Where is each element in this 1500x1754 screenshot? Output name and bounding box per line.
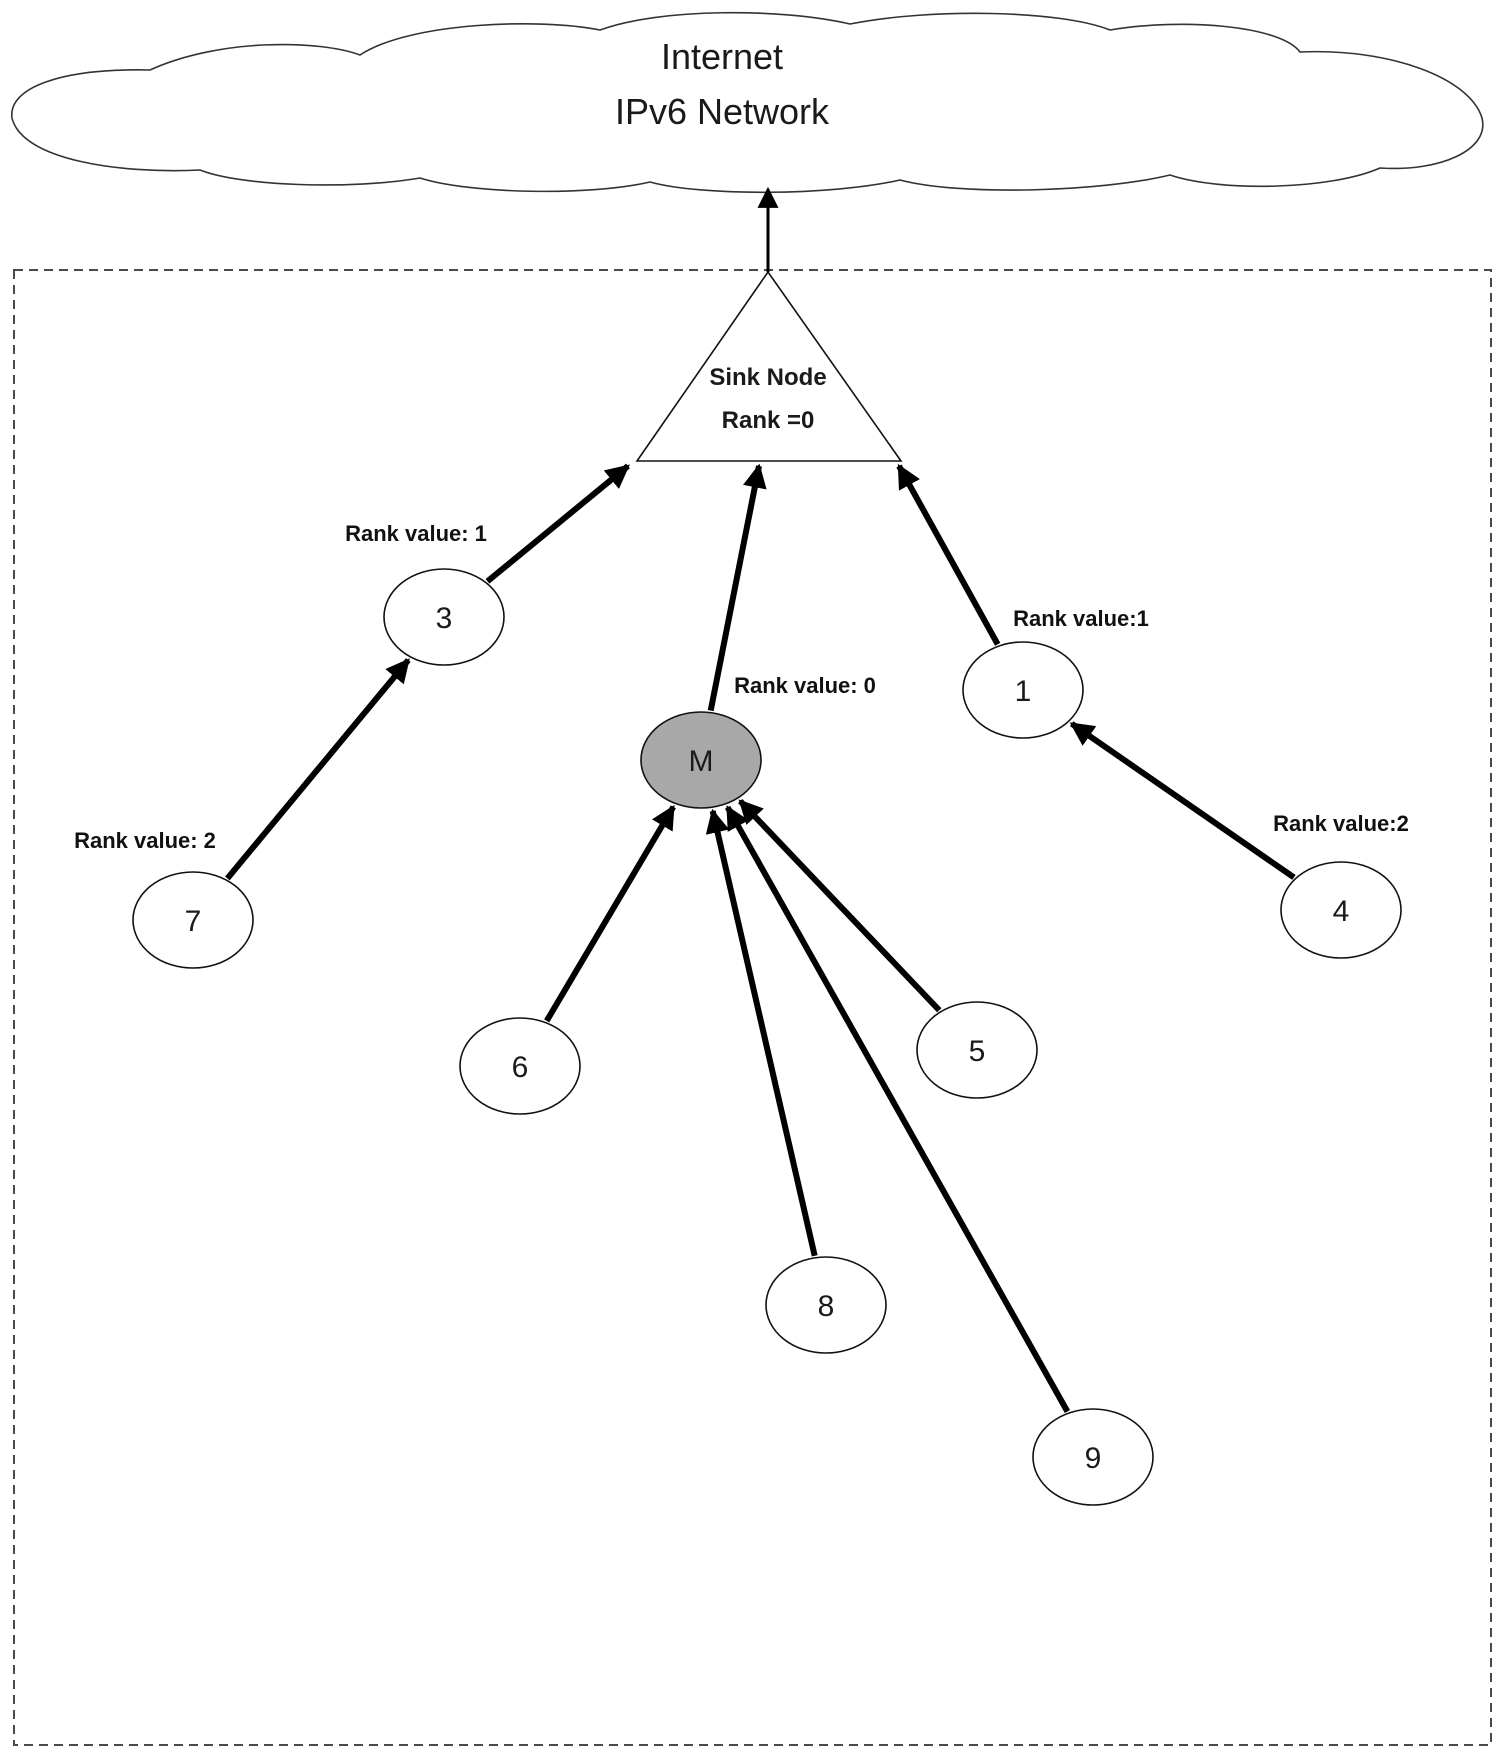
network-region	[13, 269, 1492, 1746]
node-m-label: M	[689, 745, 714, 778]
edge-3-to-sink	[485, 463, 630, 584]
sink-label-line1: Sink Node	[709, 364, 826, 391]
nodes: 3 1M 7 4 6 5 8 9	[132, 568, 1402, 1506]
edge-7-to-3	[225, 658, 411, 881]
node-5-circle	[916, 1001, 1038, 1099]
node-1: 1	[962, 641, 1084, 739]
node-9-label: 9	[1085, 1442, 1102, 1475]
node-m: M	[640, 711, 762, 809]
node-6: 6	[459, 1017, 581, 1115]
edge-m-to-sink	[707, 463, 767, 712]
cloud-label-line1: Internet	[661, 36, 783, 77]
node-8-label: 8	[818, 1290, 835, 1323]
edge-8-to-m	[705, 808, 818, 1257]
rank-label-node-7: Rank value: 2	[74, 828, 216, 853]
cloud-label-line2: IPv6 Network	[615, 91, 830, 132]
rank-label-node-3: Rank value: 1	[345, 521, 487, 546]
internet-cloud: Internet IPv6 Network	[11, 11, 1484, 194]
node-1-label: 1	[1015, 675, 1032, 708]
sink-node: Sink Node Rank =0	[635, 270, 903, 462]
edge-4-to-1	[1069, 721, 1296, 880]
node-5: 5	[916, 1001, 1038, 1099]
node-5-label: 5	[969, 1035, 986, 1068]
node-3: 3	[383, 568, 505, 666]
rank-label-node-1: Rank value:1	[1013, 606, 1149, 631]
rank-label-node-4: Rank value:2	[1273, 811, 1409, 836]
sink-label-line2: Rank =0	[722, 407, 815, 434]
edge-9-to-m	[724, 805, 1071, 1413]
node-m-circle	[640, 711, 762, 809]
rank-label-node-m: Rank value: 0	[734, 673, 876, 698]
node-1-circle	[962, 641, 1084, 739]
node-7: 7	[132, 871, 254, 969]
node-4: 4	[1280, 861, 1402, 959]
node-7-circle	[132, 871, 254, 969]
edge-6-to-m	[544, 804, 676, 1023]
node-9: 9	[1032, 1408, 1154, 1506]
node-4-label: 4	[1333, 895, 1350, 928]
node-3-circle	[383, 568, 505, 666]
edge-1-to-sink	[896, 463, 1001, 646]
edge-5-to-m	[738, 799, 942, 1013]
node-8: 8	[765, 1256, 887, 1354]
node-7-label: 7	[185, 905, 202, 938]
node-4-circle	[1280, 861, 1402, 959]
node-8-circle	[765, 1256, 887, 1354]
node-6-circle	[459, 1017, 581, 1115]
node-6-label: 6	[512, 1051, 529, 1084]
node-9-circle	[1032, 1408, 1154, 1506]
node-3-label: 3	[436, 602, 453, 635]
edges	[225, 186, 1296, 1413]
